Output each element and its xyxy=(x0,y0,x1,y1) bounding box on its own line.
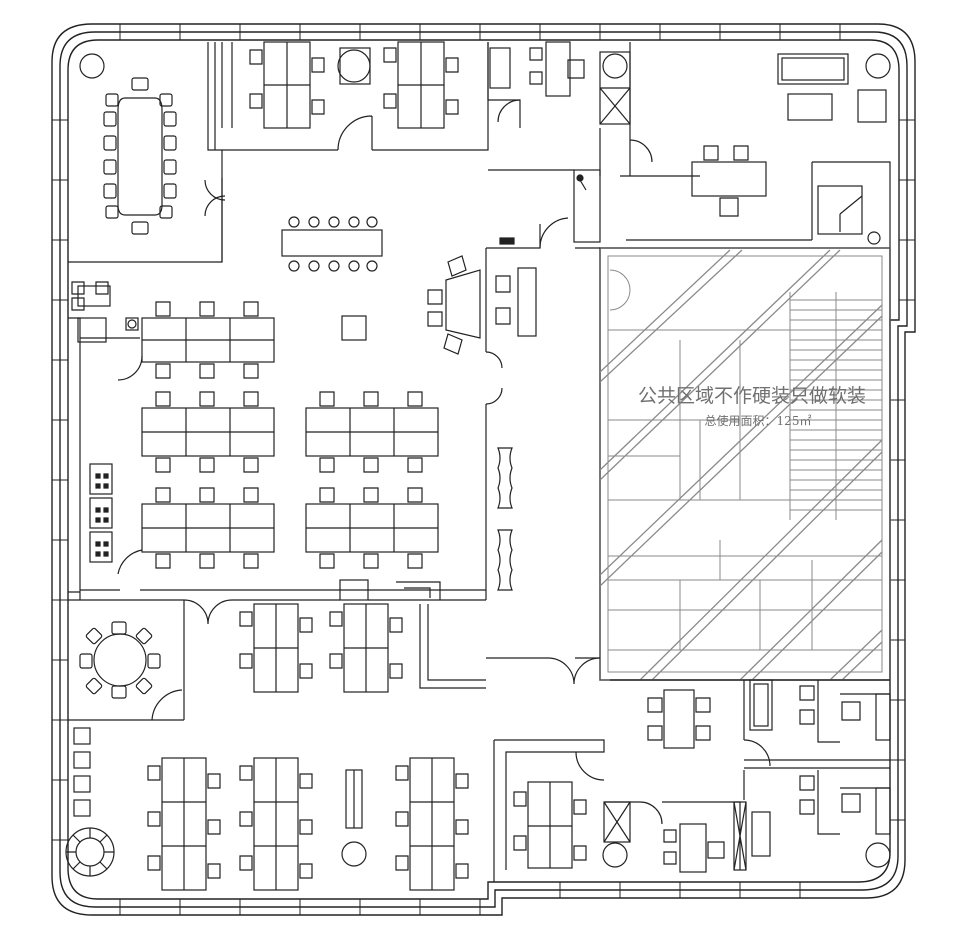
annotation-title: 公共区域不作硬装只做软装 xyxy=(638,385,866,407)
conference-chairs xyxy=(103,77,177,235)
bottom-chairs xyxy=(147,765,469,879)
annotation-area: 总使用面积：125㎡ xyxy=(705,413,812,428)
open-workstations xyxy=(68,281,439,600)
area-annotation: 公共区域不作硬装只做软装 总使用面积：125㎡ xyxy=(638,385,866,428)
lockers xyxy=(73,727,91,817)
storage-cabinets xyxy=(89,463,113,563)
desk-chairs xyxy=(249,47,459,115)
core-rooms xyxy=(608,269,882,651)
building-core-hatched xyxy=(599,247,891,681)
manager-office-top-right xyxy=(626,53,891,320)
small-office-top xyxy=(487,41,700,177)
top-workstation-room xyxy=(221,41,489,151)
round-meeting-table xyxy=(79,621,161,699)
exterior-walls xyxy=(51,23,916,916)
wall-mullions xyxy=(52,24,915,915)
meeting-room-top-left xyxy=(68,42,226,263)
bottom-right-offices xyxy=(610,679,891,835)
bottom-middle-offices xyxy=(493,739,771,882)
workstation-chairs xyxy=(155,301,423,569)
display-panel-1 xyxy=(497,447,513,509)
long-table-open-area xyxy=(281,216,383,341)
mid-partition xyxy=(68,579,486,721)
conference-table xyxy=(117,97,163,216)
display-panel-2 xyxy=(497,529,513,591)
bottom-left-work-area xyxy=(65,719,469,891)
hatch-lines xyxy=(599,249,883,681)
central-corridor xyxy=(427,169,601,685)
workstations-below-partition xyxy=(239,603,403,693)
